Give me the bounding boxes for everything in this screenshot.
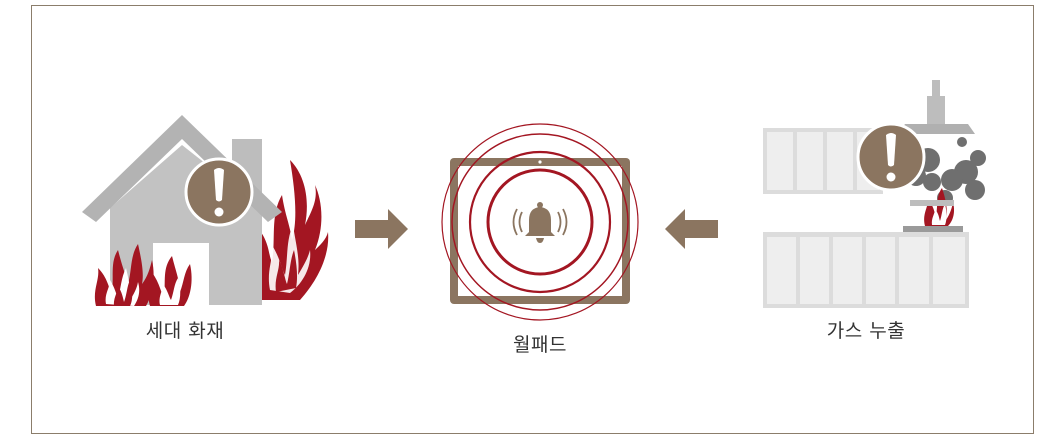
arrow-left-icon — [665, 209, 718, 249]
exclamation-icon — [186, 159, 252, 225]
house-fire-illustration — [82, 115, 328, 306]
household-fire-label: 세대 화재 — [146, 316, 224, 343]
exclamation-icon — [858, 124, 924, 190]
pot-lid — [910, 200, 954, 206]
range-hood — [898, 80, 975, 134]
kitchen-illustration — [763, 80, 986, 308]
lower-cabinets — [763, 232, 969, 308]
gas-leak-label: 가스 누출 — [827, 316, 905, 343]
wallpad-label: 월패드 — [513, 330, 567, 357]
stove — [903, 226, 963, 232]
arrow-right-icon — [355, 209, 408, 249]
wallpad-illustration — [442, 124, 638, 320]
